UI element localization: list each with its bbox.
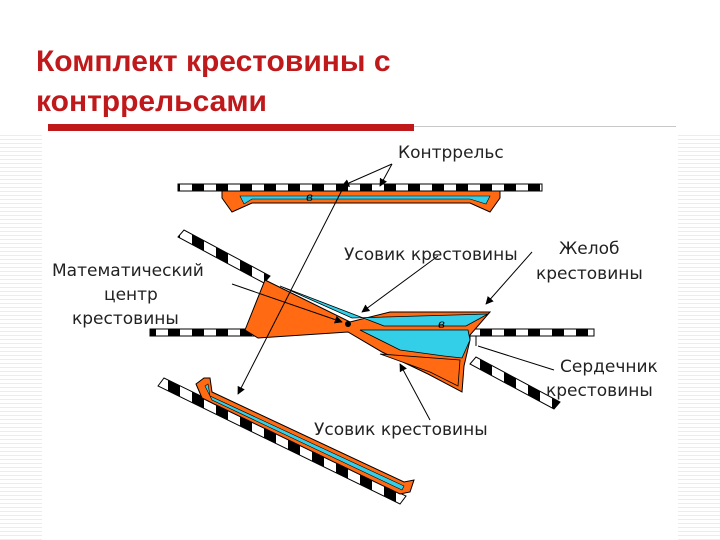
slide-title: Комплект крестовины с контррельсами	[36, 42, 656, 122]
label-usovik-bottom: Усовик крестовины	[314, 420, 488, 440]
label-math-center-3: крестовины	[72, 309, 179, 329]
label-zhelob-2: крестовины	[536, 264, 643, 284]
right-decor-stripes	[678, 132, 720, 540]
label-math-center-2: центр	[104, 285, 158, 305]
flange-letter-middle: в	[438, 317, 445, 331]
diverging-track-upper-left	[177, 229, 271, 284]
left-decor-stripes	[0, 132, 42, 540]
title-divider	[414, 126, 676, 127]
title-line-2: контррельсами	[36, 85, 267, 118]
bottom-guard-rail	[157, 377, 415, 505]
title-line-1: Комплект крестовины с	[36, 45, 391, 78]
label-kontrrels: Контррельс	[398, 143, 504, 163]
label-zhelob-1: Желоб	[559, 239, 620, 259]
label-usovik-top: Усовик крестовины	[344, 245, 518, 265]
math-center-point	[345, 321, 351, 327]
leader-lines	[231, 163, 555, 421]
top-guard-rail: в	[177, 183, 543, 213]
label-math-center-1: Математический	[52, 261, 204, 281]
label-serdechnik-1: Сердечник	[560, 357, 658, 377]
diverging-track-lower-right	[469, 356, 561, 410]
label-serdechnik-2: крестовины	[546, 381, 653, 401]
title-underline	[48, 124, 414, 131]
flange-letter-top: в	[306, 190, 313, 204]
frog-body: в	[244, 279, 492, 393]
